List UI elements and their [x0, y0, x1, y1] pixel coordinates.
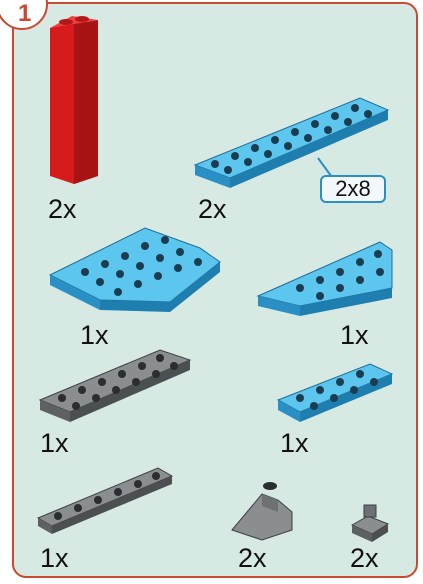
blue-small-plate-quantity: 1x — [280, 430, 309, 457]
blue-small-plate-part — [278, 364, 392, 422]
blue-wing-plate-part — [258, 242, 392, 316]
blue-wedge-plate-part — [50, 228, 220, 312]
gray-clip-quantity: 2x — [350, 545, 379, 572]
red-brick-quantity: 2x — [48, 196, 77, 223]
gray-long-plate-part — [38, 468, 172, 534]
gray-plate-part — [40, 350, 190, 422]
blue-2x8-plate-quantity: 2x — [198, 196, 227, 223]
blue-wedge-plate-quantity: 1x — [80, 322, 109, 349]
red-brick-part — [50, 16, 98, 184]
gray-slope-part — [232, 482, 292, 540]
size-callout-label: 2x8 — [320, 175, 386, 203]
blue-wing-plate-quantity: 1x — [340, 322, 369, 349]
gray-clip-part — [352, 505, 388, 542]
gray-long-plate-quantity: 1x — [40, 545, 69, 572]
gray-slope-quantity: 2x — [238, 545, 267, 572]
gray-plate-quantity: 1x — [40, 430, 69, 457]
